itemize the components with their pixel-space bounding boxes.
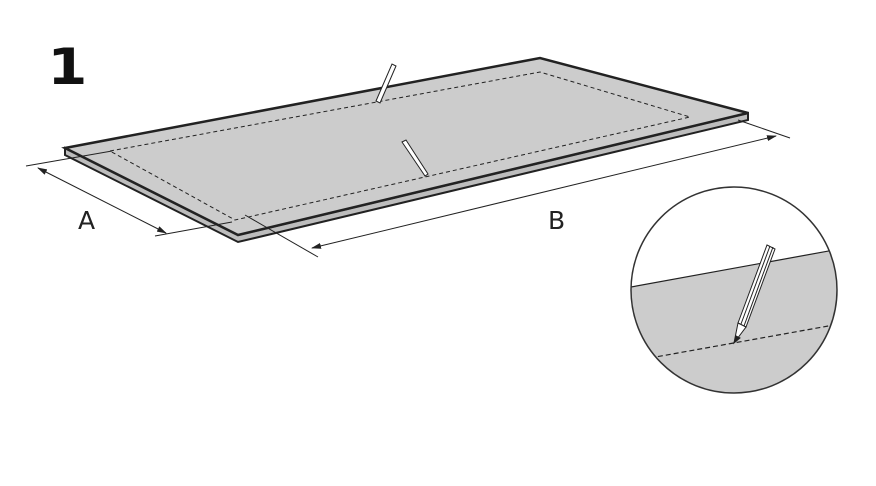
pencil-icon [401, 139, 429, 177]
dimension-a [25, 150, 233, 237]
step-number: 1 [47, 38, 88, 96]
dimension-b [244, 119, 791, 258]
detail-magnifier [630, 186, 838, 394]
pencil-icon [375, 63, 397, 104]
dashed-cut-line [108, 71, 692, 221]
pencil-icon [733, 244, 776, 345]
panel-board [61, 56, 749, 244]
